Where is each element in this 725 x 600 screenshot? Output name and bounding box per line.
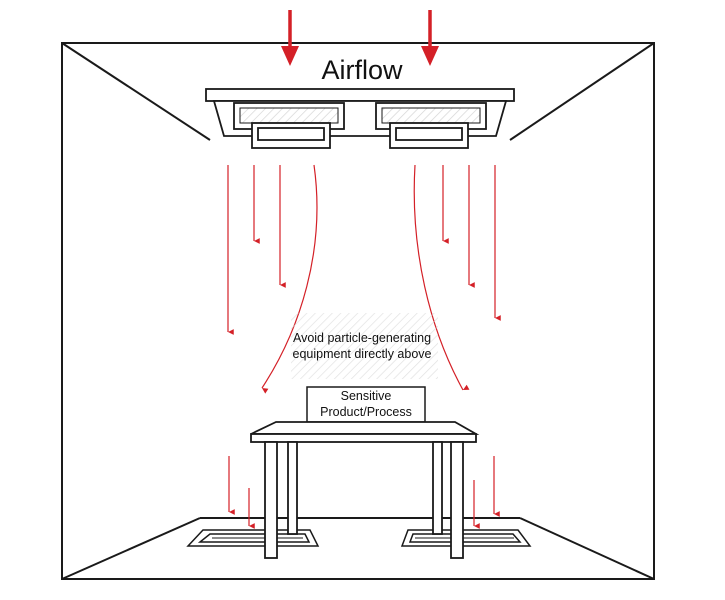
down-arrow-icon [281, 10, 299, 66]
inlet-arrows [281, 10, 439, 66]
product-line-1: Sensitive [341, 389, 392, 403]
filter-left-media [239, 107, 339, 124]
table-leg-front-right [450, 441, 464, 559]
table-top [250, 421, 480, 435]
floor-edge-left [61, 517, 201, 580]
table [250, 421, 480, 559]
airflow-arrow-curved [413, 164, 470, 391]
table-leg-back-right [432, 441, 443, 535]
product-line-2: Product/Process [320, 405, 412, 419]
floor-return-vent-left [186, 529, 320, 547]
return-arrows [228, 456, 500, 529]
product-box [306, 386, 426, 423]
ceiling-edge-left [61, 42, 211, 141]
diffuser-left-outlet-inner [257, 127, 325, 141]
diagram-title: Airflow [321, 55, 403, 85]
table-apron [250, 433, 477, 443]
diffuser-housing-top [205, 88, 515, 102]
ceiling-air-diffuser [205, 88, 515, 149]
room-outline [61, 42, 655, 580]
warning-zone [291, 313, 438, 379]
ceiling-edge-right [509, 42, 655, 141]
warning-line-1: Avoid particle-generating [293, 331, 431, 345]
table-leg-front-left [264, 441, 278, 559]
diffuser-right-outlet-inner [395, 127, 463, 141]
down-arrow-icon [421, 10, 439, 66]
table-leg-back-left [287, 441, 298, 535]
floor-return-vent-right [400, 529, 532, 547]
airflow-arrow-curved [261, 164, 318, 394]
warning-line-2: equipment directly above [293, 347, 432, 361]
downflow-arrows [227, 164, 501, 394]
room-back-frame [61, 42, 655, 580]
filter-right-media [381, 107, 481, 124]
floor-edge-right [519, 517, 655, 580]
